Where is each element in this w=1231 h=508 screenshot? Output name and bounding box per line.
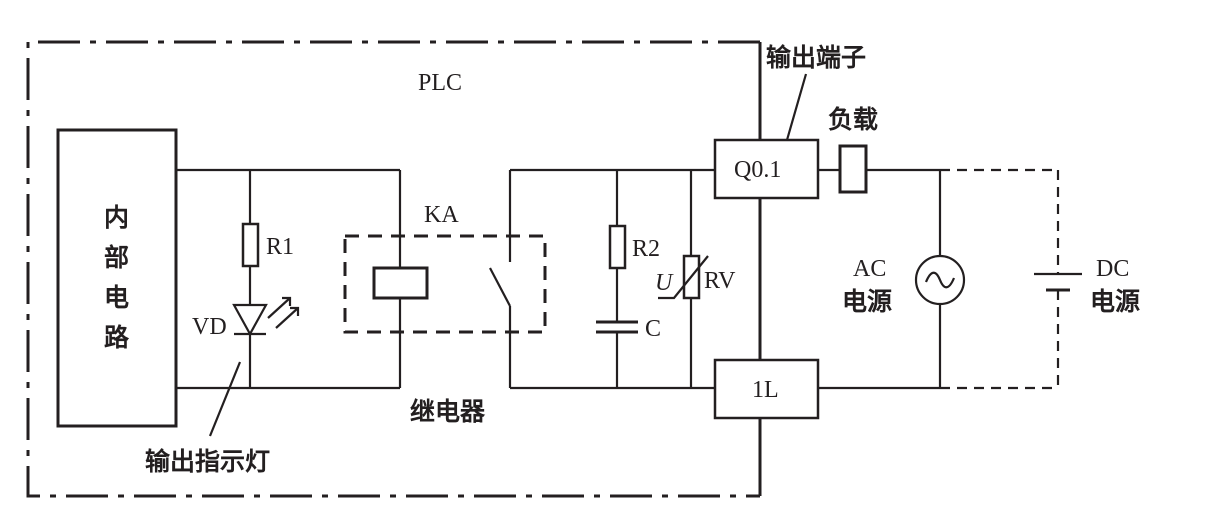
dc-label: DC: [1096, 256, 1129, 282]
resistor-r1: [241, 222, 260, 268]
u-label: U: [655, 270, 674, 296]
internal-circuit-char-4: 路: [104, 323, 130, 352]
plc-label: PLC: [418, 70, 462, 96]
indicator-light-label: 输出指示灯: [145, 447, 270, 476]
terminal-q01: [713, 138, 820, 200]
rv-label: RV: [704, 268, 736, 294]
one-l-label: 1L: [752, 377, 779, 403]
ka-label: KA: [424, 202, 459, 228]
internal-circuit-block: [56, 128, 178, 428]
internal-circuit-char-3: 电: [104, 283, 129, 312]
output-terminal-label: 输出端子: [766, 43, 866, 72]
relay-ka-enclosure: [343, 234, 547, 334]
internal-circuit-char-2: 部: [104, 243, 129, 272]
dc-power-label: 电源: [1090, 287, 1140, 316]
r1-label: R1: [266, 234, 294, 260]
led-vd-triangle: [232, 303, 268, 337]
ac-label: AC: [853, 256, 886, 282]
output-terminal-leader: [785, 73, 808, 141]
plc-boundary: [26, 40, 760, 498]
r2-label: R2: [632, 236, 660, 262]
varistor-rv-slash: [658, 255, 709, 300]
load-label: 负载: [828, 105, 878, 134]
resistor-r2: [608, 224, 627, 270]
vd-label: VD: [192, 314, 227, 340]
internal-circuit-char-1: 内: [104, 203, 129, 232]
relay-contact-blade: [489, 267, 511, 307]
ac-power-label: 电源: [842, 287, 892, 316]
load: [838, 144, 868, 194]
light-emission-arrows-icon: [267, 296, 300, 329]
indicator-light-leader: [208, 361, 242, 437]
sine-wave-icon: [924, 271, 956, 289]
q01-label: Q0.1: [734, 157, 781, 183]
relay-coil: [372, 266, 429, 300]
c-label: C: [645, 316, 661, 342]
relay-label: 继电器: [410, 397, 486, 426]
